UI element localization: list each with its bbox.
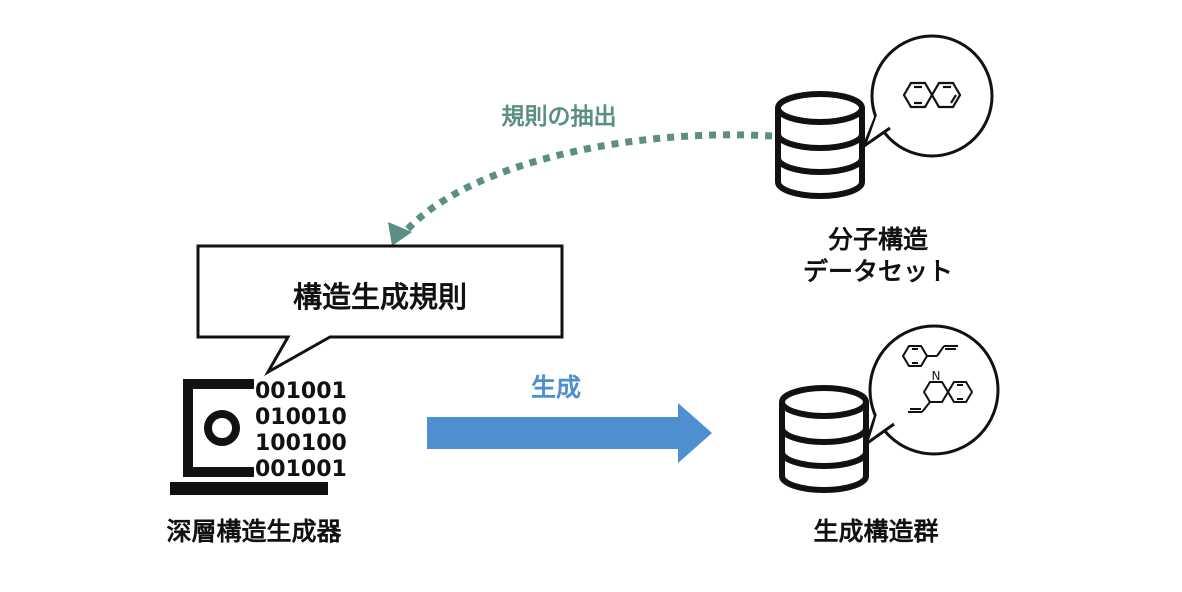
rule-box-label: 構造生成規則 — [293, 280, 467, 314]
naphthalene-molecule-icon — [902, 81, 962, 109]
binary-row: 100100 — [255, 431, 347, 456]
generate-label: 生成 — [531, 373, 581, 402]
computer-icon — [170, 379, 328, 495]
generator-label: 深層構造生成器 — [166, 517, 342, 546]
rule-speech-bubble — [196, 244, 564, 376]
binary-row: 001001 — [255, 457, 347, 482]
dataset-label-line2: データセット — [803, 257, 953, 286]
extract-rules-arrow-path — [402, 131, 773, 235]
dataset-molecule-bubble — [860, 34, 994, 158]
binary-row: 001001 — [255, 379, 347, 404]
dataset-database-icon — [775, 91, 865, 199]
dataset-label-line1: 分子構造 — [828, 225, 928, 254]
molecule-n-atom: N — [932, 369, 941, 383]
binary-code: 001001 010010 100100 001001 — [255, 379, 347, 482]
generated-molecules-icon — [901, 345, 974, 413]
extract-rules-arrowhead — [388, 222, 412, 246]
generated-database-icon — [779, 385, 869, 493]
binary-row: 010010 — [255, 405, 347, 430]
generated-set-label: 生成構造群 — [813, 517, 938, 546]
extract-rules-arrow — [388, 131, 773, 246]
extract-rules-label: 規則の抽出 — [502, 104, 617, 130]
generated-molecule-bubble — [863, 324, 1000, 456]
generate-arrow — [427, 403, 712, 463]
